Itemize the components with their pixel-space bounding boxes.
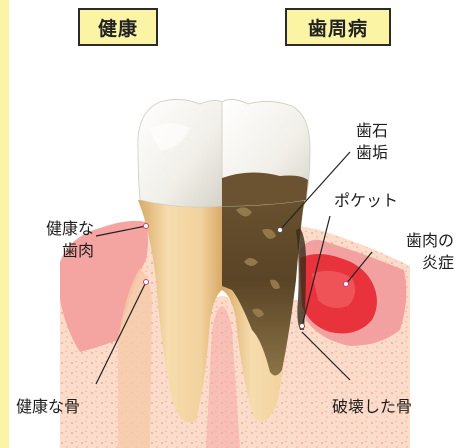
left-border-strip [0,0,9,448]
periodontal-disease-title: 歯周病 [285,8,391,46]
inflamed-gum-label-line2: 炎症 [350,252,454,274]
healthy-gum-label-line2: 歯肉 [14,240,94,262]
pocket-label: ポケット [334,190,398,212]
inflamed-gum-label-line1: 歯肉の [350,230,454,252]
tartar-label: 歯石 [356,120,388,142]
inflamed-gum-label: 歯肉の 炎症 [350,230,454,274]
healthy-gum-label: 健康な 歯肉 [14,218,94,262]
healthy-gum-label-line1: 健康な [14,218,94,240]
diseased-crown [222,99,310,206]
plaque-label: 歯垢 [356,142,388,164]
tartar-plaque-label: 歯石 歯垢 [356,120,388,164]
healthy-title: 健康 [78,8,158,46]
destroyed-bone-label: 破壊した骨 [332,396,412,418]
healthy-bone-label: 健康な骨 [16,396,80,418]
healthy-crown [138,99,222,207]
